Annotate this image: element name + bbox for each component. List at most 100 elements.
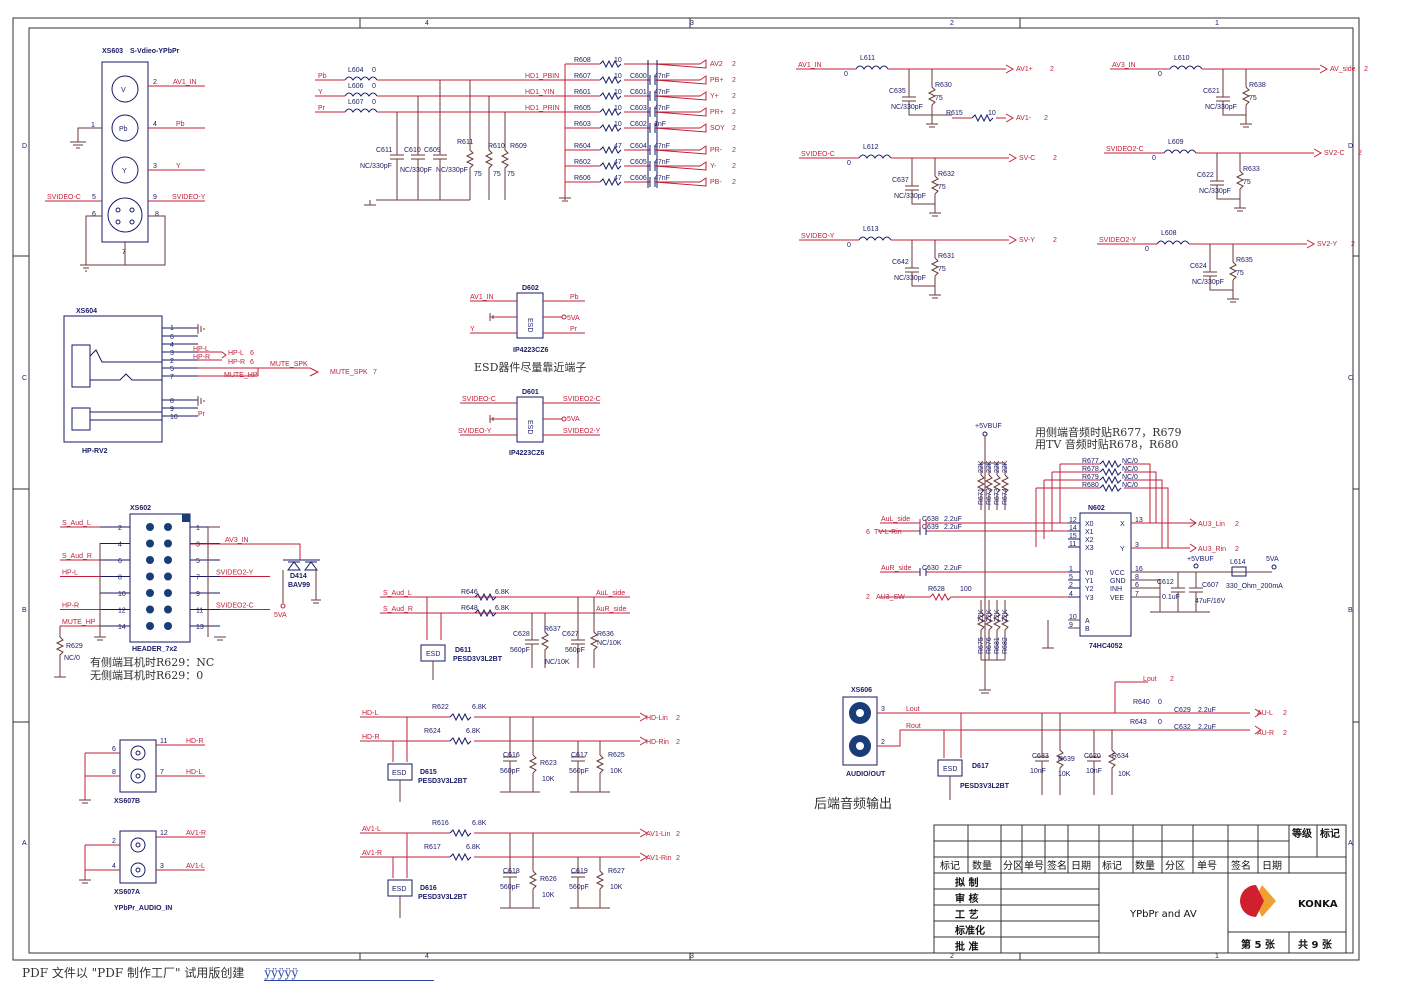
- part-val: NC/0: [1122, 482, 1138, 489]
- row-mark: B: [1348, 607, 1353, 614]
- part-ref: C602: [630, 121, 647, 128]
- part-ref: R622: [432, 704, 449, 711]
- pin-num: 7: [122, 249, 126, 256]
- ref-label: XS603: [102, 48, 123, 55]
- net-label: AV1-L: [186, 863, 205, 870]
- pin-num: 1: [91, 122, 95, 129]
- mux-note: 用TV 音频时贴R678，R680: [1035, 437, 1178, 451]
- part-val: 47: [614, 143, 622, 150]
- part-ref: L607: [348, 99, 364, 106]
- tb-header: 标记: [1319, 827, 1340, 840]
- resistor: [1000, 611, 1010, 631]
- resistor: [599, 59, 622, 69]
- part-ref: R638: [1249, 82, 1266, 89]
- tb-cell: 单号: [1197, 860, 1217, 872]
- header-pin: [146, 589, 154, 597]
- part-val: 22K: [986, 609, 993, 622]
- pin-num: 14: [118, 624, 126, 631]
- part-val: 22K: [994, 460, 1001, 473]
- resistor: [1099, 459, 1122, 469]
- pin-num: 12: [118, 608, 126, 615]
- footer-link[interactable]: ÿÿÿÿÿ: [264, 966, 435, 981]
- net-label: AV1-Rin: [646, 855, 672, 862]
- net-label: SVIDEO-C: [462, 396, 496, 403]
- part-ref: C600: [630, 73, 647, 80]
- xs606-audio-out: XS606 AUDIO/OUT 3 2 Lout Rout Lout 2 R64…: [814, 676, 1287, 812]
- ref-label: XS607B: [114, 798, 140, 805]
- net-label: 2: [866, 594, 870, 601]
- net-label: AV1_IN: [470, 294, 494, 301]
- resistor: [595, 754, 605, 774]
- part-ref: R631: [938, 253, 955, 260]
- esd-note: ESD器件尽量靠近端子: [474, 360, 586, 374]
- net-label: Pb: [570, 294, 579, 301]
- part-val: 22K: [1002, 609, 1009, 622]
- net-label: Lout: [906, 706, 920, 713]
- resistor: [599, 161, 622, 171]
- pin-num: 7: [160, 769, 164, 776]
- part-ref: R678: [1082, 466, 1099, 473]
- part-name: 74HC4052: [1089, 643, 1123, 650]
- net-label: SVIDEO-Y: [172, 194, 206, 201]
- net-label: 7: [373, 369, 377, 376]
- pin-num: 9: [1069, 622, 1073, 629]
- net-label: HP-R: [193, 354, 210, 361]
- tb-cell: 日期: [1071, 860, 1091, 872]
- part-ref: C639: [922, 524, 939, 531]
- part-val: 560pF: [565, 647, 585, 654]
- part-ref: R628: [928, 586, 945, 593]
- part-ref: D615: [420, 769, 437, 776]
- pin-num: 2: [153, 79, 157, 86]
- part-ref: R682: [1002, 637, 1009, 654]
- inductor: [855, 65, 889, 70]
- ypbpr-block: Pb L604 0 HD1_PBIN Y L606 0 HD1_YIN Pr L…: [315, 57, 736, 206]
- net-label: 2: [1283, 710, 1287, 717]
- pin-num: 11: [1069, 541, 1076, 548]
- pin-num: 5: [1069, 574, 1073, 581]
- net-label: TV-L-Rin: [874, 529, 902, 536]
- net-label: +5VBUF: [975, 423, 1002, 430]
- pin-num: 2: [881, 739, 885, 746]
- col-mark: 3: [690, 953, 694, 960]
- part-ref: C605: [630, 159, 647, 166]
- part-ref: C617: [571, 752, 588, 759]
- part-val: 2.2uF: [1198, 724, 1216, 731]
- part-ref: R609: [510, 143, 527, 150]
- part-ref: R616: [432, 820, 449, 827]
- part-val: 47nF: [654, 73, 670, 80]
- esd-label: ESD: [392, 770, 406, 777]
- part-val: 10: [614, 57, 622, 64]
- pin-label: Y: [122, 168, 127, 175]
- part-ref: D611: [455, 647, 471, 654]
- net-label: AU-R: [1257, 730, 1274, 737]
- net-label: 2: [1050, 66, 1054, 73]
- net-label: AuR_side: [596, 606, 626, 613]
- rear-audio-label: 后端音频输出: [814, 796, 892, 812]
- part-val: 75: [938, 184, 946, 191]
- pin-num: 8: [155, 211, 159, 218]
- part-val: 0: [372, 83, 376, 90]
- net-label: AV3_IN: [1112, 62, 1136, 69]
- part-val: 0: [844, 71, 848, 78]
- part-val: 10: [614, 105, 622, 112]
- row-mark: C: [1348, 375, 1353, 382]
- row-mark: A: [1348, 840, 1353, 847]
- tb-cell: 分区: [1003, 860, 1023, 872]
- col-mark: 2: [950, 953, 954, 960]
- part-ref: R671: [978, 488, 985, 505]
- pin-name: GND: [1110, 578, 1126, 585]
- net-label: SVIDEO2-C: [563, 396, 601, 403]
- header-pin: [146, 605, 154, 614]
- part-ref: R636: [597, 631, 614, 638]
- part-val: 560pF: [569, 884, 589, 891]
- part-val: 75: [938, 266, 946, 273]
- net-label: HD-Rin: [646, 739, 669, 746]
- part-ref: D617: [972, 763, 989, 770]
- row-mark: A: [22, 840, 27, 847]
- part-ref: R626: [540, 876, 557, 883]
